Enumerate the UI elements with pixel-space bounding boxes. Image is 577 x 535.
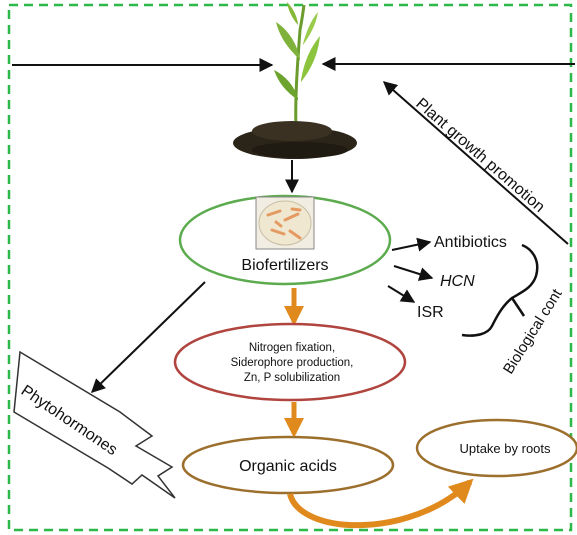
isr-label: ISR xyxy=(417,304,444,321)
uptake-node xyxy=(415,418,577,478)
antibiotics-label: Antibiotics xyxy=(434,234,507,251)
isr-arrow xyxy=(387,285,416,303)
phytohormones-arrow xyxy=(90,281,206,393)
organic-acids-label: Organic acids xyxy=(239,458,337,475)
antibiotics-arrow xyxy=(391,237,432,252)
soil-mound xyxy=(233,121,357,159)
mechanisms-node xyxy=(173,322,407,402)
biological-control-bracket xyxy=(461,243,539,337)
hcn-arrow xyxy=(393,265,434,281)
uptake-flow-arrow xyxy=(287,478,474,529)
hcn-label: HCN xyxy=(440,273,475,290)
petri-dish-icon xyxy=(255,196,315,250)
mechanisms-line-1: Nitrogen fixation, xyxy=(249,342,335,354)
mechanisms-line-2: Siderophore production, xyxy=(231,357,354,369)
uptake-label: Uptake by roots xyxy=(459,441,551,456)
dashed-frame xyxy=(7,3,573,532)
plant-seedling-icon xyxy=(274,2,320,131)
bracket-stem xyxy=(510,297,526,317)
organic-acids-node xyxy=(181,435,395,495)
biofertilizers-label: Biofertilizers xyxy=(241,257,328,274)
plant-growth-arrow xyxy=(382,81,569,245)
plant-growth-label: Plant growth promotion xyxy=(412,95,547,216)
phytohormones-banner xyxy=(13,350,176,499)
mechanisms-line-3: Zn, P solubilization xyxy=(244,372,340,384)
